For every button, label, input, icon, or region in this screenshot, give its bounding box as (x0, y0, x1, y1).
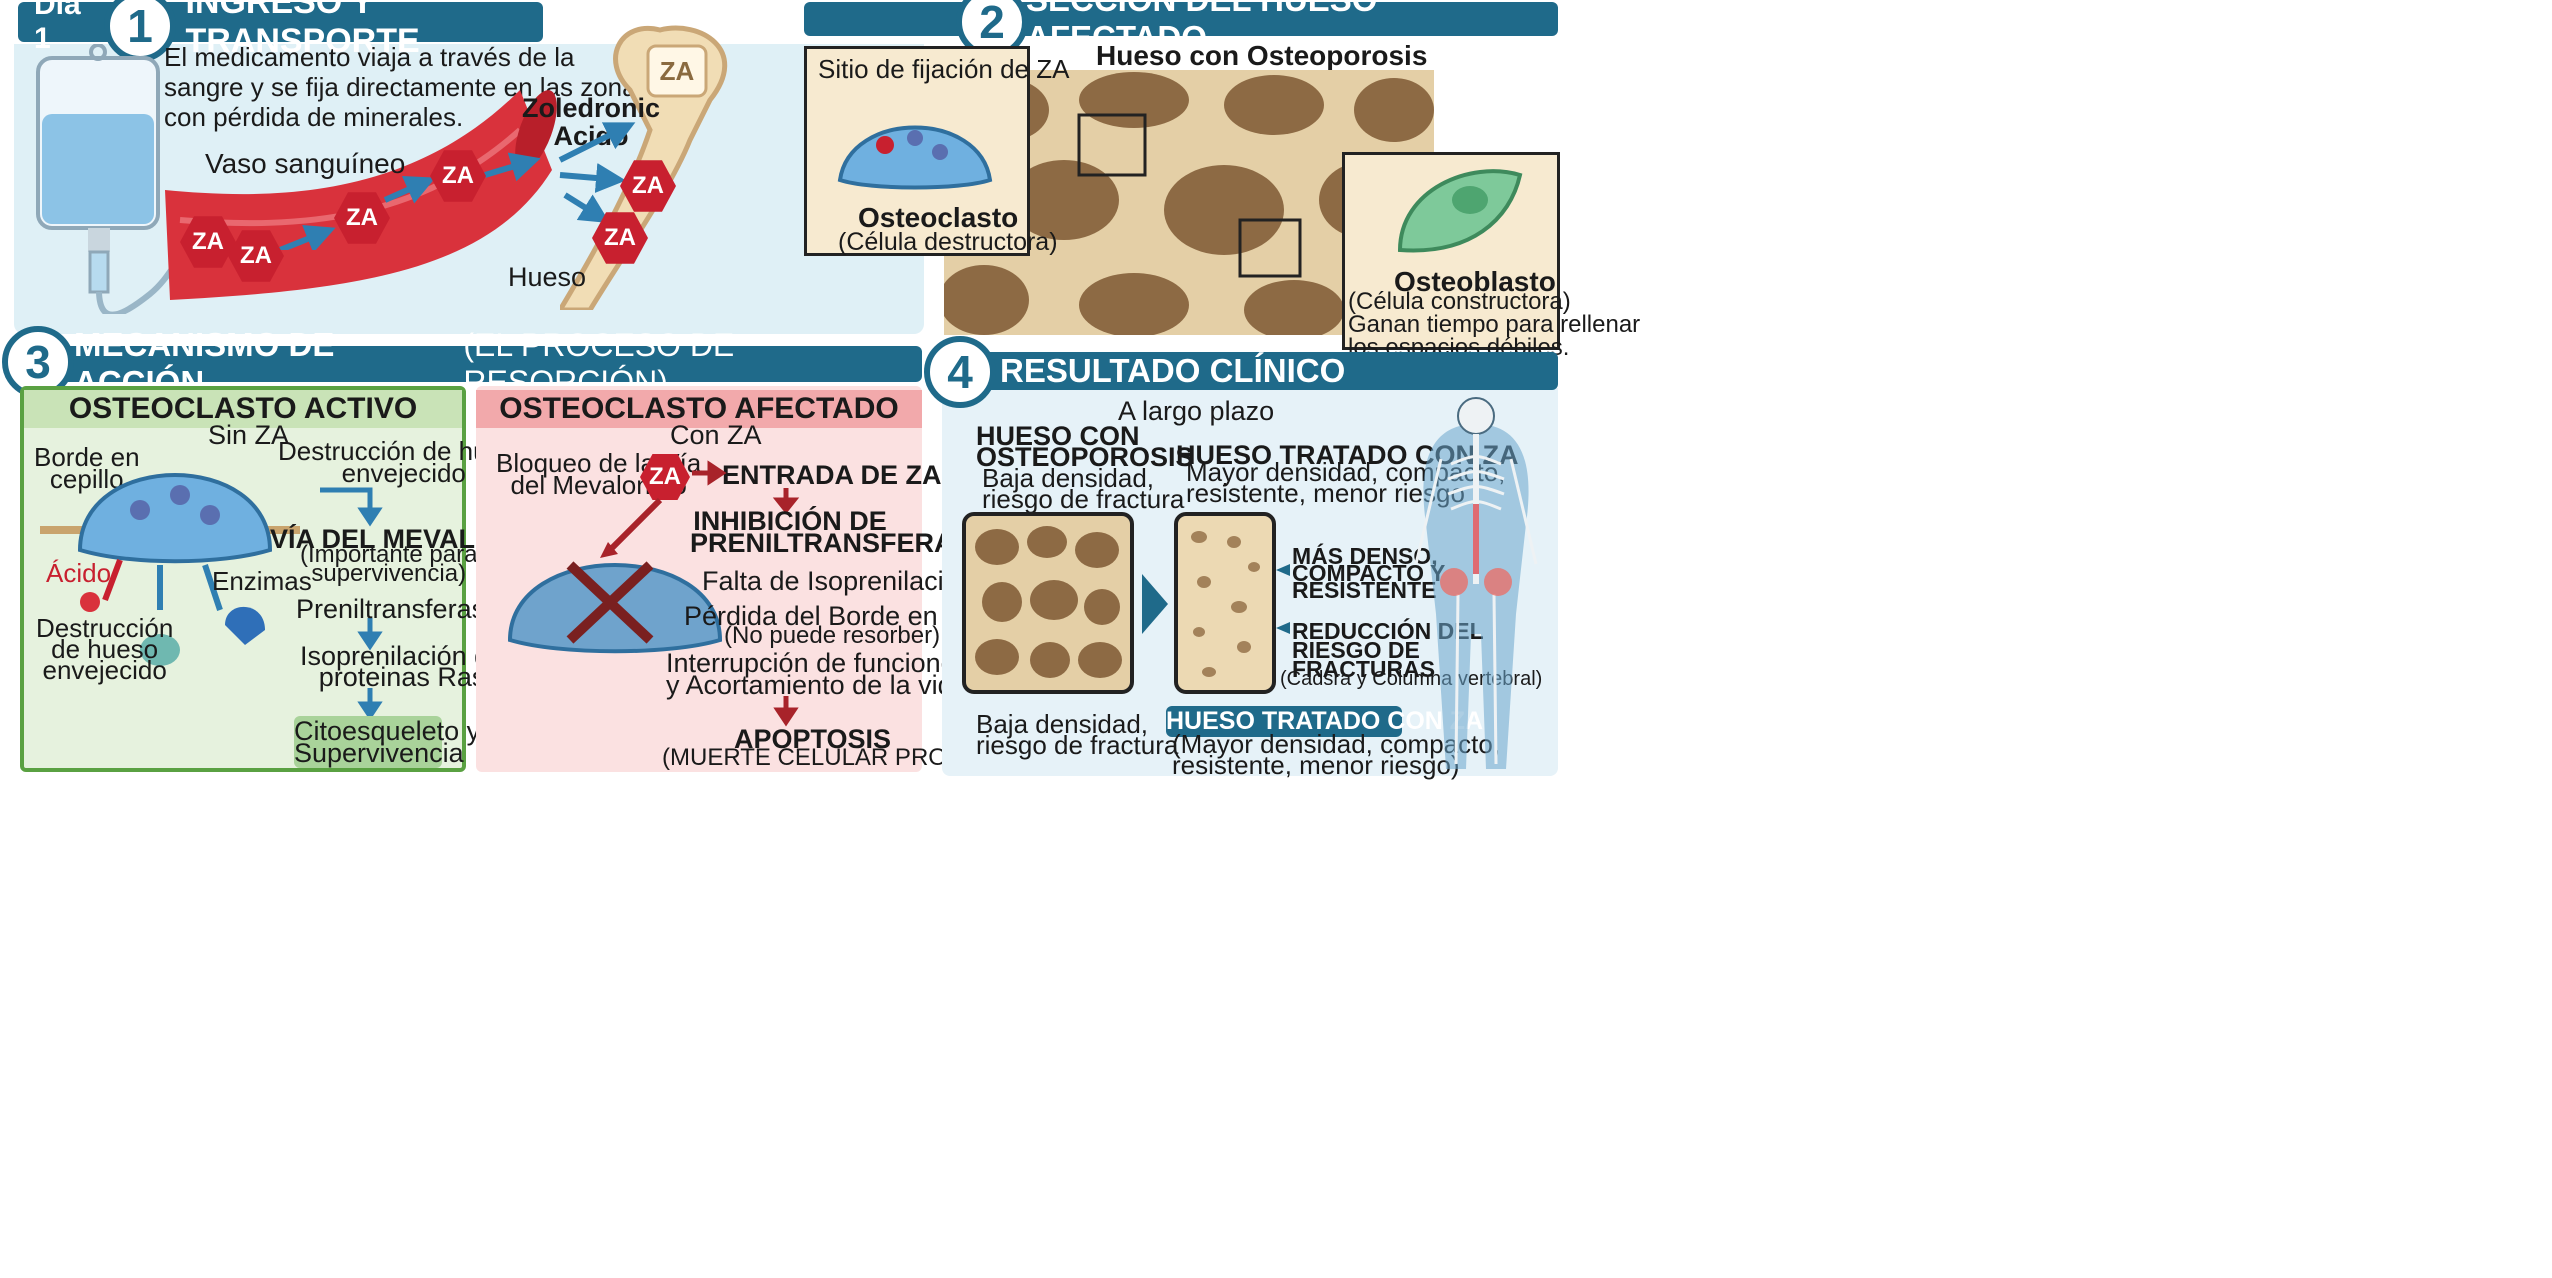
section-2-header: SECCIÓN DEL HUESO AFECTADO (804, 0, 1558, 56)
affected-flow-arrows (692, 460, 800, 727)
vessel-label: Vaso sanguíneo (205, 148, 406, 179)
section-4-number: 4 (924, 336, 996, 408)
osteoporosis-bone-sub: Baja densidad,riesgo de fractura (982, 463, 1185, 514)
human-skeleton-icon (1414, 397, 1538, 769)
osteoclast-cell-icon (837, 125, 993, 190)
active-osteoclast-header: OSTEOCLASTO ACTIVO (24, 390, 462, 428)
osteoclast-label: Osteoclasto (858, 202, 1019, 233)
osteoclast-sub-label: (Célula destructora) (838, 228, 1058, 256)
section-1-number: 1 (104, 0, 176, 62)
affected-osteoclast-cell-icon (507, 497, 723, 654)
za-badge: ZA (334, 192, 390, 244)
pointer-arrows (1276, 564, 1290, 634)
osteoblast-cell-icon (1397, 169, 1523, 253)
lack-isoprenylation-label: Falta de Isoprenilación (702, 566, 974, 596)
section-1-description: El medicamento viaja a través de la sang… (164, 42, 650, 132)
active-osteoclast-panel (20, 386, 466, 772)
svg-text:ZA: ZA (660, 56, 695, 86)
iv-bag-icon (36, 44, 206, 314)
flow-arrows (278, 122, 636, 250)
section-4-header: RESULTADO CLÍNICO (940, 352, 1558, 390)
bottom-left-note: Baja densidad,riesgo de fractura (976, 709, 1179, 760)
bone-label: Hueso (508, 262, 587, 292)
risk-reduction-sub: (Cadsra y Columna vertebral) (1280, 668, 1543, 690)
za-badge: ZA (430, 150, 486, 202)
brush-border-loss-sub: (No puede resorber) (724, 622, 941, 649)
section-4-title: RESULTADO CLÍNICO (1000, 352, 1346, 389)
with-za-label: Con ZA (670, 420, 762, 450)
za-entry-label: ENTRADA DE ZA (722, 460, 942, 490)
comparison-arrow-icon (1142, 574, 1168, 634)
active-osteoclast-cell-icon (40, 473, 300, 666)
enzymes-label: Enzimas (212, 566, 312, 596)
treated-bone-sample (1174, 512, 1276, 694)
section-2-subtitle: Hueso con Osteoporosis (1096, 40, 1428, 71)
affected-osteoclast-header: OSTEOCLASTO AFECTADO (476, 390, 922, 428)
acid-label: Ácido (46, 558, 112, 588)
pathway-arrows (320, 487, 383, 720)
section-1-title: INGRESO Y TRANSPORTE (185, 0, 420, 60)
bottom-right-note: (Mayor densidad, compacto,resistente, me… (1172, 729, 1501, 780)
osteoporotic-bone-sample (962, 512, 1134, 694)
osteoblast-label: Osteoblasto (1394, 266, 1556, 297)
section-3-header: MECANISMO DE ACCIÓN (EL PROCESO DE RESOR… (14, 326, 922, 401)
without-za-label: Sin ZA (208, 420, 290, 450)
section-2-title: SECCIÓN DEL HUESO AFECTADO (1026, 0, 1377, 56)
day-label: Día 1 (34, 0, 81, 55)
treated-bone-sub: Mayor densidad, compacto,resistente, men… (1186, 457, 1506, 508)
apoptosis-label: APOPTOSIS (734, 724, 892, 754)
fixation-site-label: Sitio de fijación de ZA (818, 54, 1070, 84)
long-term-label: A largo plazo (1118, 396, 1275, 426)
section-1-header: Día 1 INGRESO Y TRANSPORTE (18, 0, 543, 60)
osteoblast-sub-label: (Célula constructora) Ganan tiempo para … (1348, 288, 1641, 361)
